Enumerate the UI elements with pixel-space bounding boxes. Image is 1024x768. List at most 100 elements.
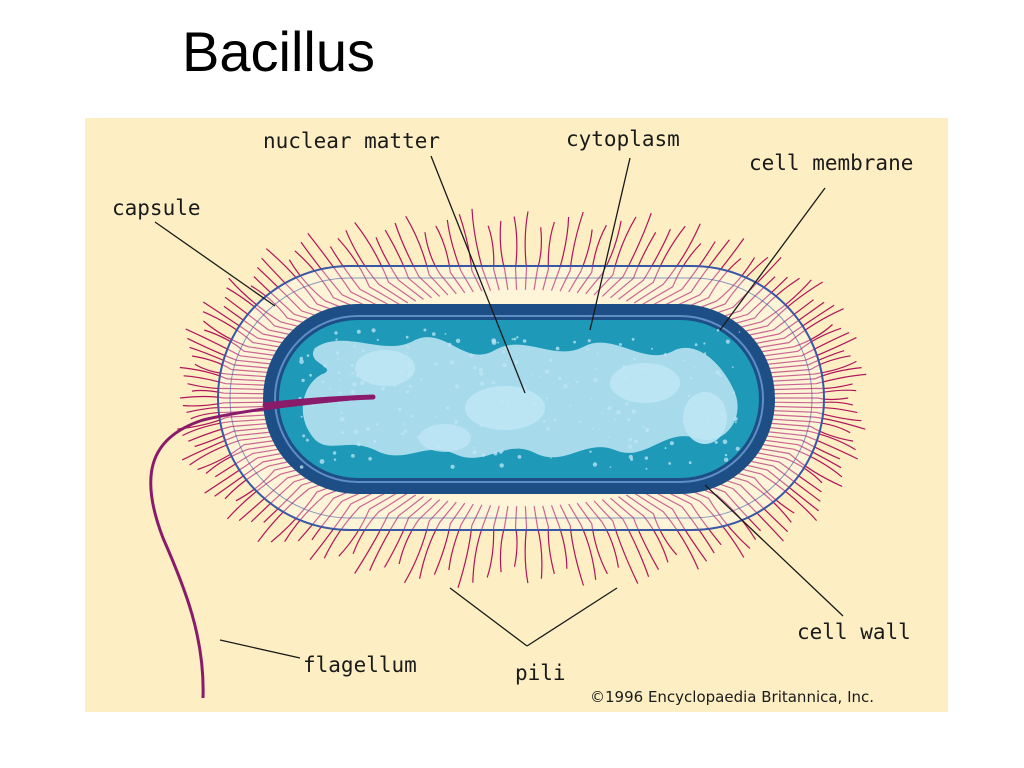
label-flagellum: flagellum — [303, 653, 417, 677]
pilus — [670, 257, 742, 315]
speckle — [703, 342, 706, 345]
pilus — [721, 454, 821, 502]
pilus — [309, 486, 386, 561]
speckle — [698, 412, 701, 416]
speckle — [399, 370, 403, 374]
pilus — [204, 447, 312, 494]
speckle — [335, 338, 338, 341]
copyright-notice: ©1996 Encyclopaedia Britannica, Inc. — [590, 688, 874, 706]
speckle — [473, 446, 476, 449]
speckle — [638, 377, 642, 381]
pilus — [754, 367, 862, 383]
pilus — [235, 457, 325, 502]
pilus — [741, 327, 842, 360]
pilus — [754, 413, 866, 430]
pilus — [424, 232, 457, 295]
speckle — [305, 438, 309, 442]
speckle — [563, 384, 568, 389]
pilus — [625, 225, 686, 302]
pilus — [730, 447, 823, 484]
speckle — [372, 367, 376, 371]
speckle — [332, 451, 337, 455]
speckle — [651, 347, 653, 350]
speckle — [501, 450, 504, 453]
speckle — [368, 457, 372, 461]
speckle — [683, 359, 686, 362]
pilus — [513, 506, 518, 567]
speckle — [633, 357, 636, 361]
pilus — [329, 246, 394, 308]
pilus — [294, 250, 372, 315]
speckle — [724, 453, 728, 457]
speckle — [589, 450, 592, 453]
pilus — [757, 401, 853, 406]
pilus — [226, 461, 330, 520]
capsule-inner-edge — [229, 277, 813, 519]
speckle — [557, 376, 562, 381]
speckle — [406, 361, 412, 366]
pilus — [448, 503, 474, 571]
pilus — [228, 277, 330, 335]
speckle — [522, 339, 527, 343]
speckle — [573, 340, 576, 344]
speckle — [341, 431, 345, 434]
pilus — [187, 337, 295, 368]
speckle — [592, 462, 598, 467]
pilus — [288, 259, 366, 318]
pilus — [576, 224, 607, 294]
speckle — [338, 401, 341, 404]
speckle — [738, 331, 741, 333]
speckle — [416, 435, 422, 440]
speckle — [299, 359, 304, 365]
pilus — [738, 440, 843, 478]
speckle — [519, 417, 522, 420]
speckle — [616, 410, 621, 415]
pilus — [471, 208, 492, 291]
speckle — [434, 362, 438, 366]
pilus — [533, 227, 542, 290]
speckle — [351, 454, 355, 458]
speckle — [406, 345, 410, 349]
speckle — [544, 369, 550, 374]
leader-capsule — [154, 221, 276, 307]
speckle — [336, 358, 339, 361]
speckle — [628, 444, 633, 449]
speckle — [321, 380, 325, 384]
speckle — [567, 382, 570, 385]
pilus — [648, 488, 715, 554]
leader-pili-right — [526, 587, 618, 647]
pilus — [499, 220, 509, 290]
pilus — [224, 454, 321, 500]
pilus — [741, 436, 842, 469]
pilus — [749, 350, 845, 371]
pilus — [202, 301, 312, 349]
label-capsule: capsule — [112, 196, 201, 220]
speckle — [550, 457, 552, 459]
pilus — [256, 266, 347, 326]
pilus — [338, 490, 401, 557]
flagellum-base — [262, 394, 376, 408]
label-cell-membrane: cell membrane — [749, 151, 913, 175]
pilus — [189, 346, 293, 371]
speckle — [545, 397, 548, 400]
pilus — [701, 276, 788, 329]
speckle — [539, 375, 542, 378]
pilus — [188, 421, 291, 442]
cell-membrane — [274, 315, 764, 483]
speckle — [339, 416, 345, 422]
leader-cytoplasm — [589, 157, 631, 331]
diagram-svg: nuclear matter cytoplasm cell membrane c… — [85, 118, 948, 712]
pilus — [205, 440, 304, 474]
pilus — [261, 257, 353, 323]
pilus — [706, 464, 795, 514]
speckle — [514, 360, 519, 364]
speckle — [731, 366, 734, 368]
speckle — [472, 450, 477, 455]
speckle — [338, 378, 341, 381]
speckle — [405, 352, 408, 355]
speckle — [376, 338, 379, 341]
speckle — [628, 454, 633, 459]
speckle — [309, 373, 312, 377]
pilus — [398, 499, 441, 565]
speckle — [664, 447, 667, 450]
